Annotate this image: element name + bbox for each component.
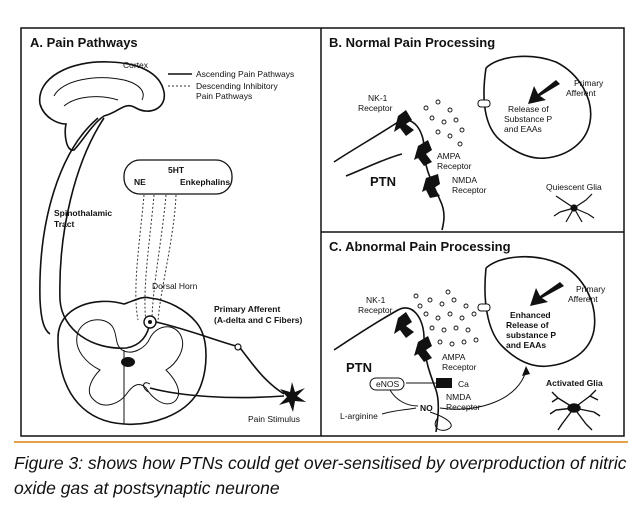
ampa-label-2: Receptor — [437, 161, 472, 171]
release-label-2: Substance P — [504, 114, 553, 124]
postsynaptic-membrane — [333, 307, 440, 433]
activated-glia-icon — [549, 389, 601, 431]
ampa-label-1: AMPA — [437, 151, 461, 161]
ptn-label: PTN — [346, 360, 372, 375]
panel-c-title: C. Abnormal Pain Processing — [329, 239, 511, 254]
enos-to-no-arrow — [389, 389, 419, 407]
primary-afferent-fiber — [155, 321, 237, 347]
enos-label: eNOS — [376, 379, 399, 389]
stimulus-return — [149, 387, 285, 399]
panel-a-title: A. Pain Pathways — [30, 35, 138, 50]
primary-afferent-label-2: Afferent — [568, 294, 598, 304]
panel-c: C. Abnormal Pain Processing Primary Affe… — [329, 239, 606, 433]
activated-glia-label: Activated Glia — [546, 378, 603, 388]
enhanced-label-1: Enhanced — [510, 310, 551, 320]
nmda-label-1: NMDA — [452, 175, 477, 185]
feedback-arrow — [439, 369, 527, 410]
ascending-pathway — [39, 117, 99, 335]
no-label: NO — [420, 403, 433, 413]
panel-b-title: B. Normal Pain Processing — [329, 35, 495, 50]
release-vesicle — [477, 303, 491, 312]
enhanced-label-4: and EAAs — [506, 340, 546, 350]
neurotransmitter-particles — [413, 289, 479, 347]
release-label-1: Release of — [508, 104, 549, 114]
enkephalins-label: Enkephalins — [180, 177, 230, 187]
serotonin-label: 5HT — [168, 165, 185, 175]
primary-afferent-arrow — [530, 282, 564, 306]
ampa-receptor-icon — [414, 140, 432, 166]
ampa-receptor-icon — [414, 336, 432, 362]
panel-a: A. Pain Pathways Cortex Ascending Pain P… — [30, 35, 306, 426]
presynaptic-terminal — [484, 255, 596, 368]
brain-icon — [39, 61, 166, 151]
primary-afferent-label-2: (A-delta and C Fibers) — [214, 315, 302, 325]
figure-caption: Figure 3: shows how PTNs could get over-… — [14, 453, 627, 498]
neurotransmitter-particles — [423, 99, 465, 147]
primary-afferent-label-1: Primary — [576, 284, 606, 294]
ascending-pathway-2 — [59, 117, 151, 349]
cortex-label: Cortex — [123, 60, 149, 70]
descending-pathway-4 — [157, 194, 177, 323]
primary-afferent-label-2: Afferent — [566, 88, 596, 98]
ampa-label-1: AMPA — [442, 352, 466, 362]
spinal-cord-outline — [57, 296, 207, 426]
descending-pathway-2 — [144, 194, 155, 323]
presynaptic-terminal — [483, 55, 592, 160]
primary-afferent-arrow — [528, 80, 560, 104]
postsynaptic-membrane-lower — [345, 153, 403, 177]
release-label-3: and EAAs — [504, 124, 542, 134]
nk1-label-2: Receptor — [358, 103, 393, 113]
ptn-label: PTN — [370, 174, 396, 189]
caption-divider — [14, 441, 628, 443]
nmda-label-2: Receptor — [446, 402, 481, 412]
nmda-label-1: NMDA — [446, 392, 471, 402]
nk1-receptor-icon — [394, 312, 414, 338]
no-diffusion-loop — [429, 411, 452, 431]
spinothalamic-label-2: Tract — [54, 219, 74, 229]
quiescent-glia-icon — [553, 193, 595, 223]
spinal-gray-matter — [76, 319, 184, 406]
spinothalamic-label-1: Spinothalamic — [54, 208, 112, 218]
nk1-label-1: NK-1 — [366, 295, 386, 305]
afferent-to-stimulus — [239, 347, 285, 395]
spinal-central-canal — [121, 357, 135, 367]
nk1-receptor-icon — [394, 110, 414, 136]
quiescent-glia-label: Quiescent Glia — [546, 182, 602, 192]
legend-descending-label-1: Descending Inhibitory — [196, 81, 278, 91]
primary-afferent-label-1: Primary Afferent — [214, 304, 280, 314]
legend-ascending-label: Ascending Pain Pathways — [196, 69, 294, 79]
ascending-return-arrow — [143, 382, 151, 393]
l-arginine-arrow — [381, 407, 417, 415]
neurotransmitter-box — [123, 159, 233, 195]
ca-label: Ca — [458, 379, 469, 389]
nmda-receptor-icon — [422, 174, 440, 198]
descending-pathway-3 — [151, 194, 167, 323]
enhanced-label-2: Release of — [506, 320, 549, 330]
descending-pathway-1 — [135, 194, 145, 321]
brain-fold — [53, 77, 144, 101]
nk1-label-1: NK-1 — [368, 93, 388, 103]
pain-stimulus-icon — [279, 382, 306, 412]
nmda-receptor-icon — [436, 378, 452, 388]
ampa-label-2: Receptor — [442, 362, 477, 372]
brain-fold-inner — [63, 96, 119, 107]
enos-box — [369, 377, 405, 391]
primary-afferent-label-1: Primary — [574, 78, 604, 88]
feedback-arrowhead — [522, 366, 530, 376]
l-arginine-label: L-arginine — [340, 411, 378, 421]
panel-b: B. Normal Pain Processing Primary Affere… — [329, 35, 604, 231]
dorsal-synapse-dot — [148, 320, 152, 324]
nk1-label-2: Receptor — [358, 305, 393, 315]
dorsal-horn-label: Dorsal Horn — [152, 281, 198, 291]
legend-descending-label-2: Pain Pathways — [196, 91, 252, 101]
enhanced-label-3: substance P — [506, 330, 556, 340]
release-vesicle — [477, 99, 491, 108]
pain-stimulus-label: Pain Stimulus — [248, 414, 300, 424]
norepinephrine-label: NE — [134, 177, 146, 187]
nmda-label-2: Receptor — [452, 185, 487, 195]
